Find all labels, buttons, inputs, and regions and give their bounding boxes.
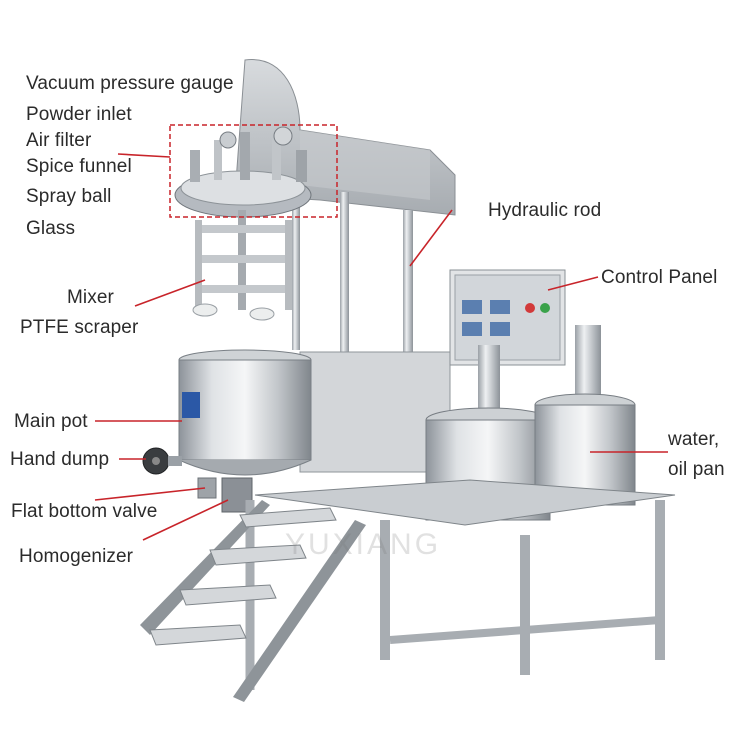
- label-powder-inlet: Powder inlet: [26, 104, 132, 125]
- label-air-filter: Air filter: [26, 130, 92, 151]
- main-frame: [299, 351, 451, 473]
- label-flat-bottom-valve: Flat bottom valve: [11, 501, 158, 522]
- lifting-arm: [234, 59, 456, 216]
- lid-callout-box: [169, 124, 338, 218]
- leader-lines: [94, 153, 668, 541]
- leader-control-panel: [547, 276, 599, 291]
- label-hand-dump: Hand dump: [10, 449, 110, 470]
- label-spray-ball: Spray ball: [26, 186, 112, 207]
- label-homogenizer: Homogenizer: [19, 546, 134, 567]
- leader-homogenizer: [142, 499, 229, 541]
- pot-lid: [174, 126, 312, 218]
- leader-mixer: [134, 279, 206, 307]
- mixer-paddles: [192, 210, 292, 321]
- label-mixer: Mixer: [67, 287, 114, 308]
- leader-flat-bottom-valve: [94, 487, 206, 501]
- label-water-oil-pan-line2: oil pan: [668, 459, 725, 480]
- label-vacuum-pressure-gauge: Vacuum pressure gauge: [26, 73, 234, 94]
- control-panel-box: [449, 269, 566, 366]
- leader-hydraulic-rod: [409, 209, 453, 267]
- pot-badge: [182, 392, 200, 418]
- label-main-pot: Main pot: [14, 411, 88, 432]
- hand-dump-wheel: [142, 447, 182, 475]
- label-glass: Glass: [26, 218, 76, 239]
- label-water-oil-pan-line1: water,: [668, 429, 720, 450]
- label-ptfe-scraper: PTFE scraper: [20, 317, 139, 338]
- leader-lid-group: [117, 153, 171, 158]
- watermark: YUXIANG: [285, 528, 442, 561]
- hydraulic-rods: [292, 192, 413, 360]
- staircase: [140, 500, 366, 702]
- label-hydraulic-rod: Hydraulic rod: [488, 200, 602, 221]
- label-spice-funnel: Spice funnel: [26, 156, 132, 177]
- label-control-panel: Control Panel: [601, 267, 718, 288]
- main-pot-vessel: [178, 349, 312, 476]
